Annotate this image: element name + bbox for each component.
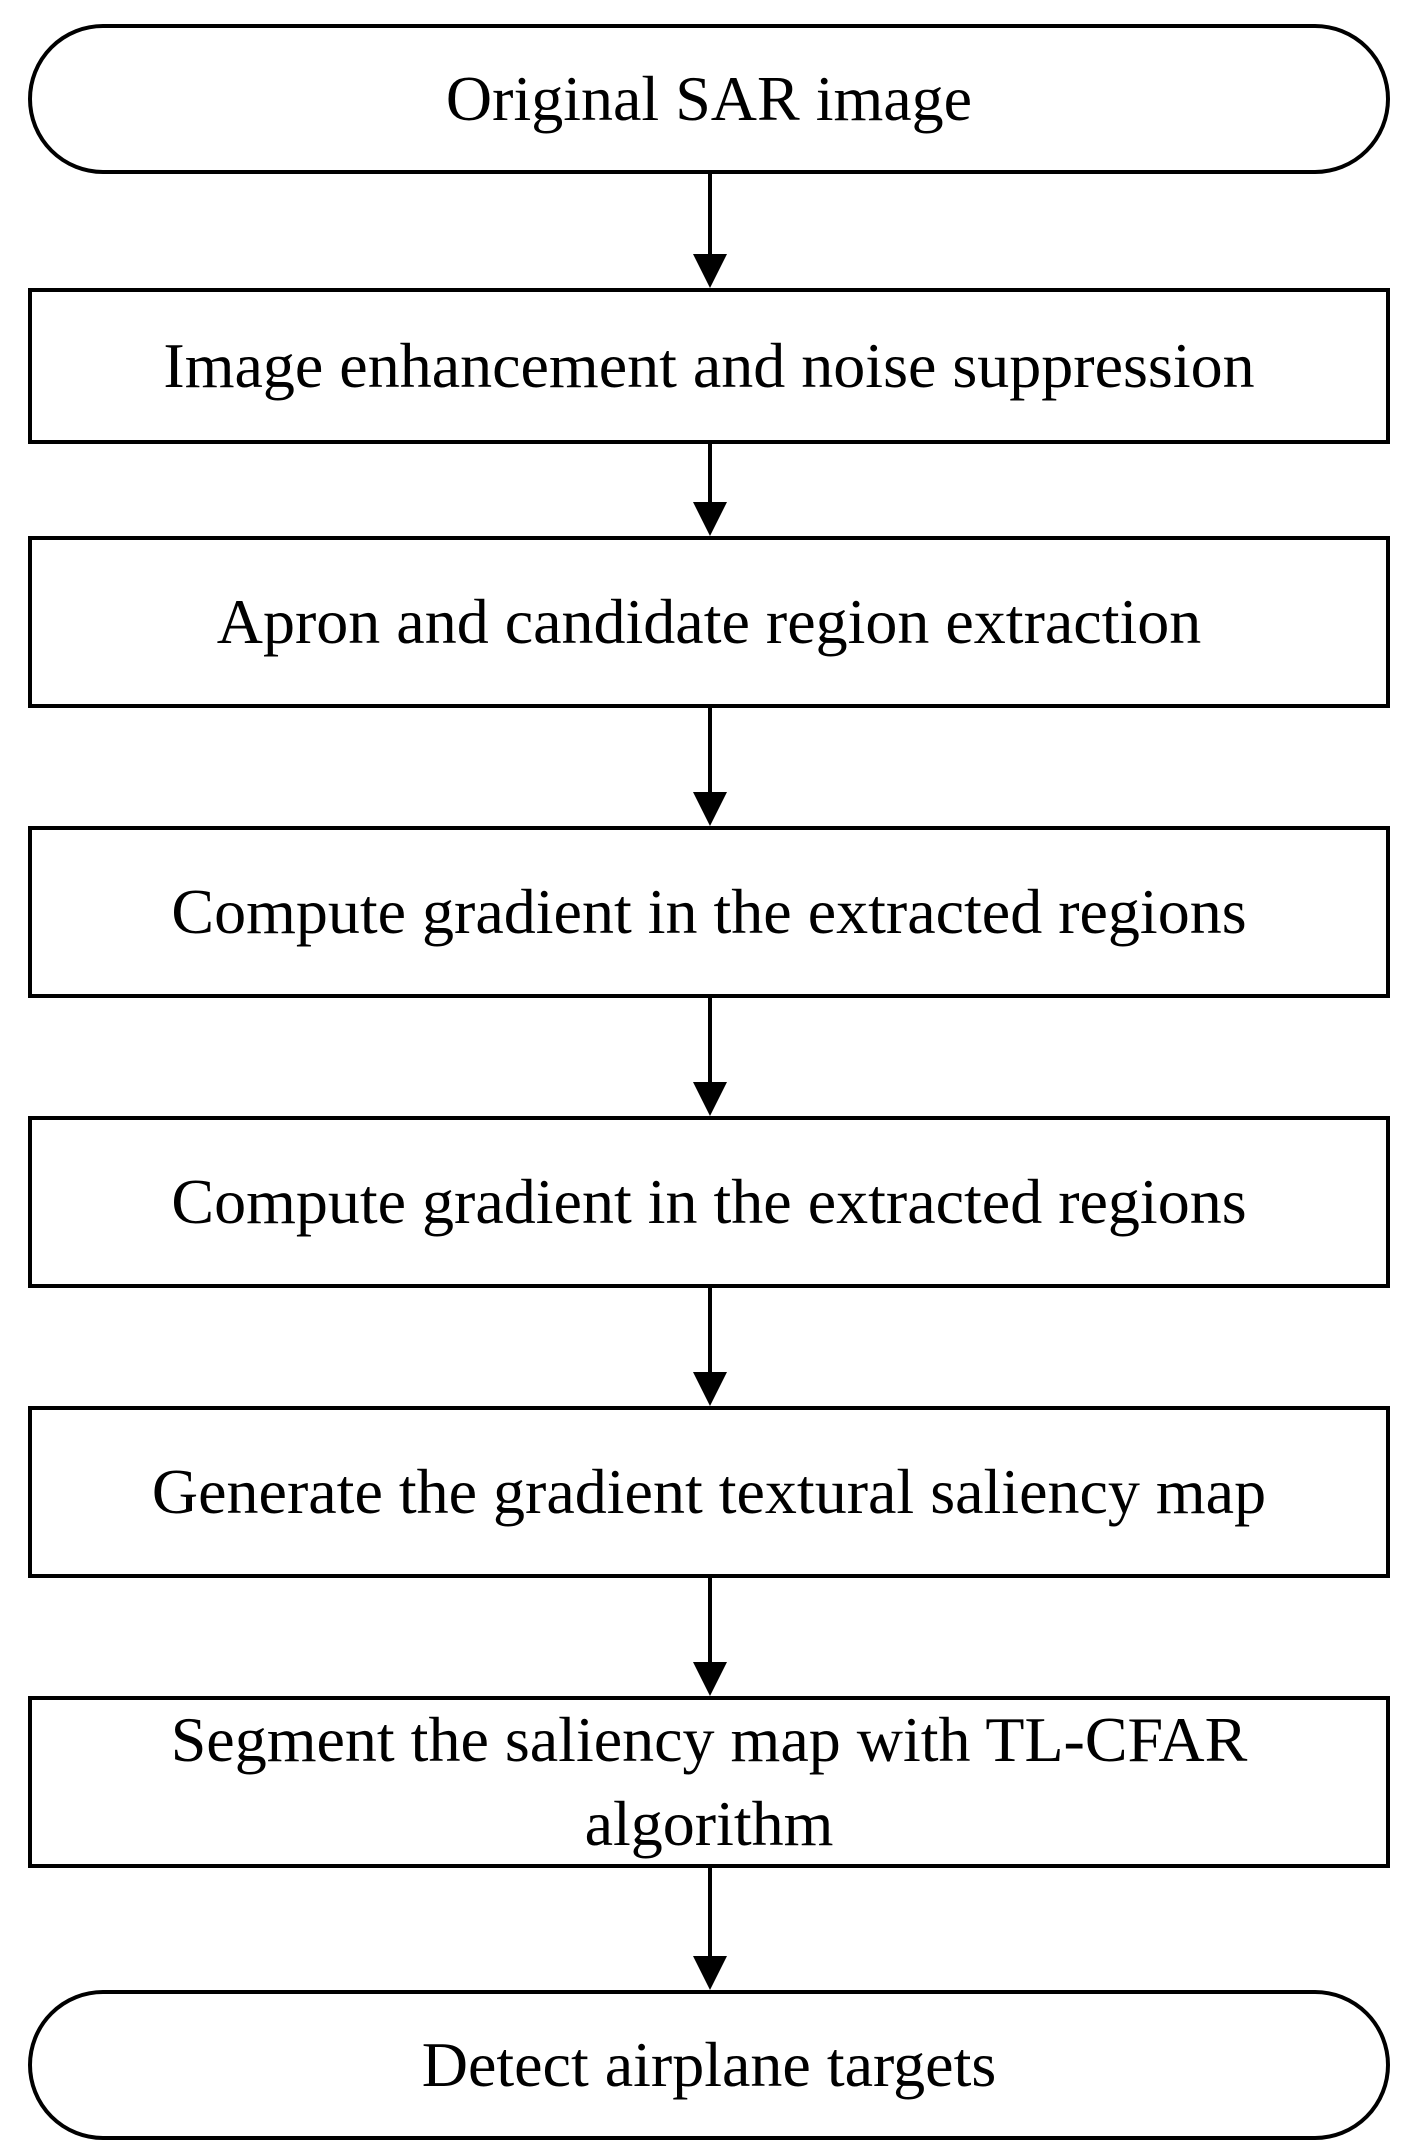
process-step-apron-extraction: Apron and candidate region extraction (28, 536, 1390, 708)
arrow-head (693, 1662, 727, 1696)
process-step-saliency-map: Generate the gradient textural saliency … (28, 1406, 1390, 1578)
process-step-compute-gradient-2: Compute gradient in the extracted region… (28, 1116, 1390, 1288)
step-label: Compute gradient in the extracted region… (171, 876, 1247, 947)
step-label: Apron and candidate region extraction (216, 586, 1202, 657)
step-label: Generate the gradient textural saliency … (151, 1456, 1267, 1527)
start-terminal: Original SAR image (28, 24, 1390, 174)
arrow-head (693, 254, 727, 288)
end-label: Detect airplane targets (421, 2029, 997, 2100)
arrow-head (693, 792, 727, 826)
process-step-tl-cfar-segmentation: Segment the saliency map with TL-CFAR al… (28, 1696, 1390, 1868)
process-step-compute-gradient-1: Compute gradient in the extracted region… (28, 826, 1390, 998)
end-terminal: Detect airplane targets (28, 1990, 1390, 2140)
process-step-image-enhancement: Image enhancement and noise suppression (28, 288, 1390, 444)
arrow-head (693, 1956, 727, 1990)
step-label: Compute gradient in the extracted region… (171, 1166, 1247, 1237)
start-label: Original SAR image (445, 63, 973, 134)
arrow-head (693, 1372, 727, 1406)
arrow-head (693, 1082, 727, 1116)
step-label: Segment the saliency map with TL-CFAR al… (170, 1704, 1248, 1859)
arrow-head (693, 502, 727, 536)
step-label: Image enhancement and noise suppression (163, 330, 1255, 401)
